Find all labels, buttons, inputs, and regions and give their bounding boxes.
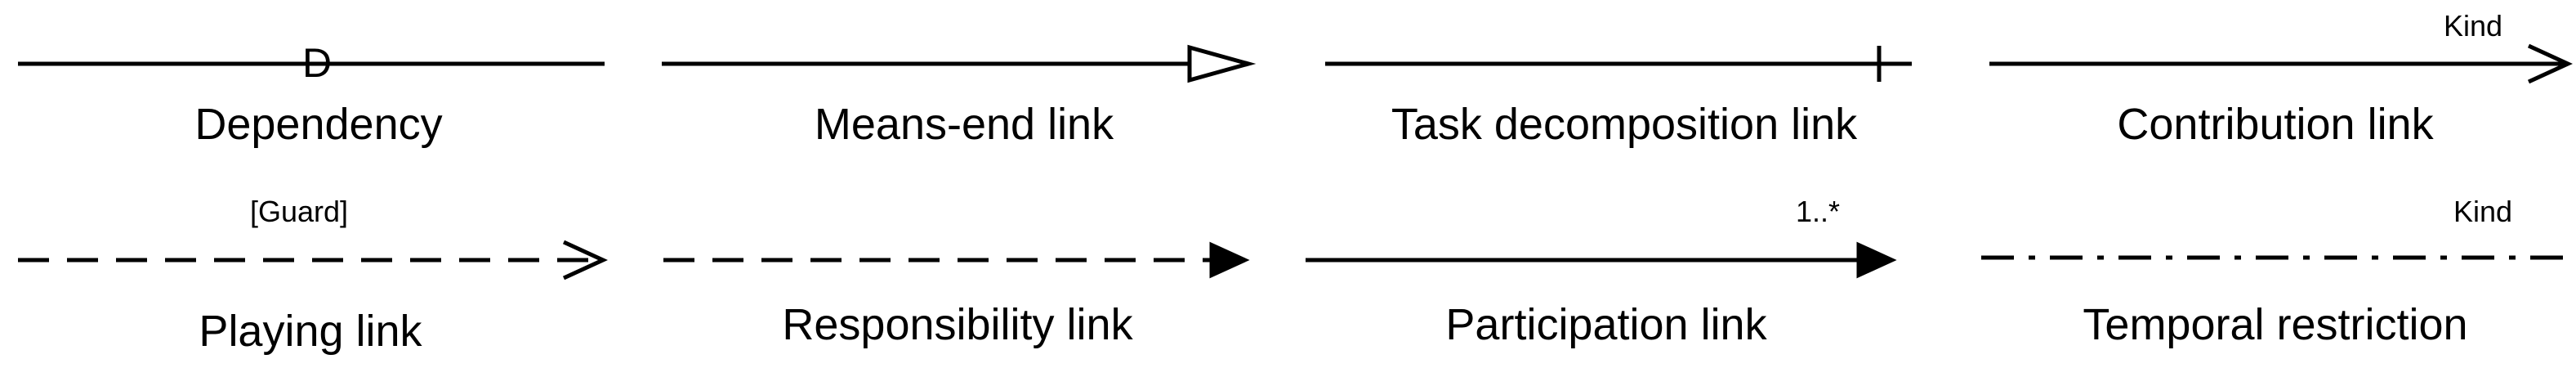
participation-multiplicity: 1..* [1796,195,1841,228]
temporal-restriction-item: Kind Temporal restriction [1924,189,2569,377]
contribution-item: Kind Contribution link [1924,0,2574,188]
contribution-label: Contribution link [2117,100,2434,149]
temporal-restriction-label: Temporal restriction [2083,300,2468,349]
contribution-annotation: Kind [2444,9,2503,43]
participation-item: 1..* Participation link [1306,189,1943,377]
participation-label: Participation link [1445,300,1767,349]
responsibility-symbol [663,241,1250,279]
dependency-label: Dependency [194,100,443,149]
temporal-restriction-annotation: Kind [2453,195,2513,228]
participation-symbol [1306,241,1897,279]
playing-label: Playing link [199,307,422,356]
dependency-symbol: D [18,40,605,86]
means-end-label: Means-end link [814,100,1114,149]
playing-item: [Guard] Playing link [0,189,637,377]
task-decomposition-item: Task decomposition link [1306,0,1943,188]
responsibility-label: Responsibility link [782,300,1133,349]
contribution-symbol [1989,43,2574,84]
temporal-restriction-symbol [1981,255,2569,260]
dependency-mark: D [302,40,332,86]
playing-symbol [18,240,609,281]
dependency-item: D Dependency [0,0,637,188]
responsibility-item: Responsibility link [645,189,1283,377]
playing-guard: [Guard] [250,195,349,228]
means-end-item: Means-end link [645,0,1283,188]
task-decomposition-label: Task decomposition link [1391,100,1858,149]
task-decomposition-symbol [1325,46,1912,82]
means-end-symbol [662,44,1257,83]
